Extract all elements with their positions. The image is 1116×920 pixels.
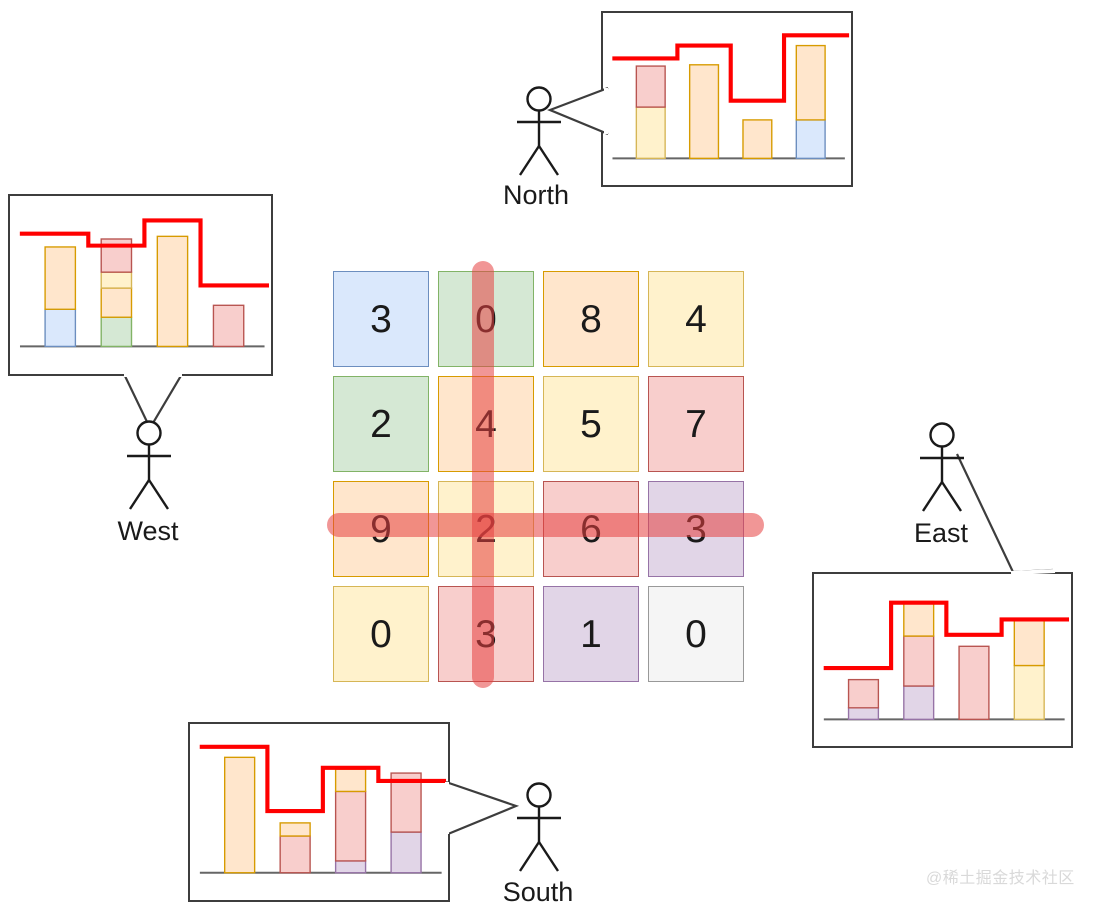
- actor-figure-east: [913, 422, 971, 514]
- bar-segment: [1013, 664, 1045, 721]
- bar-segment: [742, 119, 773, 160]
- grid-cell[interactable]: 5: [543, 376, 639, 472]
- bar-segment: [334, 768, 367, 793]
- grid-cell[interactable]: 0: [333, 586, 429, 682]
- chart-panel-north[interactable]: [601, 11, 853, 187]
- speech-tail-north: [547, 86, 610, 136]
- bar-segment: [635, 65, 666, 108]
- grid-cell[interactable]: 3: [438, 586, 534, 682]
- step-line: [612, 33, 850, 103]
- chart-south: [199, 744, 447, 874]
- grid-cell[interactable]: 9: [333, 481, 429, 577]
- bar-segment: [958, 645, 990, 721]
- step-line: [19, 218, 269, 288]
- grid-cell[interactable]: 2: [333, 376, 429, 472]
- bar-segment: [156, 235, 189, 348]
- head-icon: [526, 86, 552, 112]
- grid-cell[interactable]: 3: [333, 271, 429, 367]
- head-icon: [136, 420, 162, 446]
- bar-segment: [100, 271, 133, 289]
- grid-cell[interactable]: 0: [438, 271, 534, 367]
- chart-panel-east[interactable]: [812, 572, 1073, 748]
- bar-segment: [903, 635, 935, 687]
- bar-segment: [635, 106, 666, 160]
- bar-segment: [847, 707, 880, 721]
- head-icon: [929, 422, 955, 448]
- step-line: [823, 600, 1070, 671]
- bar-segment: [279, 822, 311, 837]
- actor-label-south: South: [502, 877, 574, 907]
- bar-segment: [795, 44, 826, 121]
- grid-cell[interactable]: 4: [648, 271, 744, 367]
- bar-segment: [334, 860, 367, 874]
- bar-segment: [390, 831, 422, 874]
- actor-figure-west: [120, 420, 178, 512]
- grid-cell[interactable]: 4: [438, 376, 534, 472]
- grid-cell[interactable]: 0: [648, 586, 744, 682]
- chart-panel-west[interactable]: [8, 194, 273, 376]
- grid-cell[interactable]: 2: [438, 481, 534, 577]
- grid-cell[interactable]: 1: [543, 586, 639, 682]
- actor-label-north: North: [502, 180, 570, 210]
- bar-segment: [847, 678, 880, 709]
- bar-segment: [334, 790, 367, 862]
- speech-tail-south: [444, 780, 520, 836]
- bar-segment: [223, 756, 256, 874]
- bar-segment: [44, 308, 77, 348]
- grid-cell[interactable]: 8: [543, 271, 639, 367]
- bar-segment: [100, 287, 133, 318]
- grid-cell[interactable]: 3: [648, 481, 744, 577]
- bar-segment: [903, 685, 935, 721]
- actor-label-east: East: [913, 518, 969, 548]
- chart-north: [612, 33, 850, 160]
- bar-segment: [100, 316, 133, 348]
- bar-segment: [688, 64, 720, 160]
- step-line: [199, 744, 447, 814]
- bar-segment: [212, 304, 245, 348]
- actor-figure-north: [510, 86, 568, 178]
- head-icon: [526, 782, 552, 808]
- watermark: @稀土掘金技术社区: [926, 870, 1075, 887]
- bar-segment: [279, 835, 311, 874]
- bar-segment: [903, 600, 935, 637]
- bar-segment: [1013, 619, 1045, 667]
- actor-figure-south: [510, 782, 568, 874]
- chart-west: [19, 218, 269, 348]
- speech-tail-east: [955, 452, 1060, 576]
- bar-segment: [795, 119, 826, 160]
- bar-segment: [44, 246, 77, 310]
- actor-label-west: West: [117, 516, 179, 546]
- grid-cell[interactable]: 7: [648, 376, 744, 472]
- chart-panel-south[interactable]: [188, 722, 450, 902]
- chart-east: [823, 600, 1070, 721]
- grid-cell[interactable]: 6: [543, 481, 639, 577]
